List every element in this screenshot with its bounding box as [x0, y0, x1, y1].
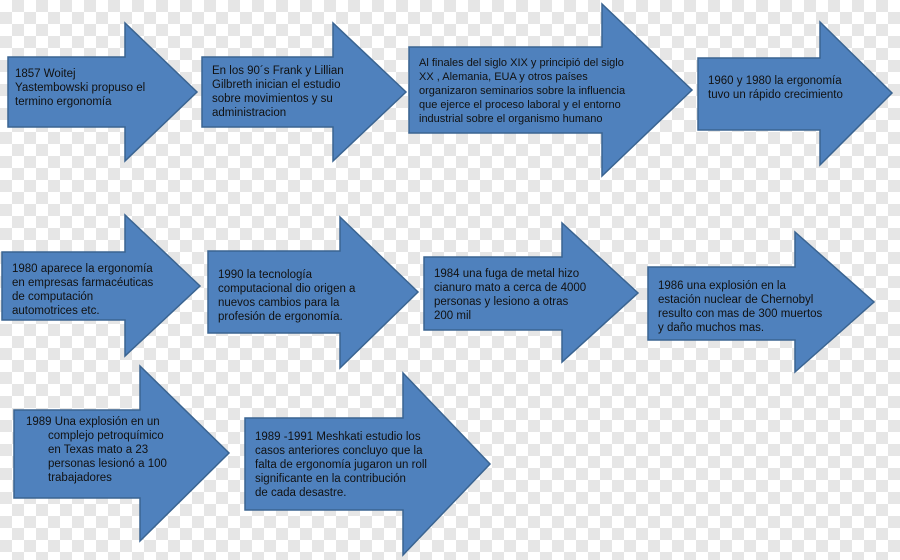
- step-line: Al finales del siglo XIX y principió del…: [419, 57, 624, 69]
- step-line: organizaron seminarios sobre la influenc…: [419, 85, 626, 97]
- step-line: 1857 Woitej: [15, 68, 76, 80]
- step-line: trabajadores: [48, 472, 112, 484]
- step-line: personas y lesiono a otras: [434, 296, 569, 308]
- step-line: profesión de ergonomía.: [218, 311, 343, 323]
- arrow-1989: [13, 364, 231, 543]
- step-line: 1984 una fuga de metal hizo: [434, 268, 580, 280]
- step-line: nuevos cambios para la: [218, 297, 340, 309]
- step-line: administracion: [212, 107, 287, 119]
- step-line: industrial sobre el organismo humano: [419, 113, 603, 125]
- step-xix-xx-text: Al finales del siglo XIX y principió del…: [419, 56, 625, 126]
- step-line: de computación: [12, 291, 94, 303]
- arrow-90s: [201, 21, 408, 163]
- step-line: 1980 aparece la ergonomía: [12, 263, 153, 275]
- step-line: falta de ergonomía jugaron un roll: [255, 459, 427, 471]
- step-line: de cada desastre.: [255, 487, 347, 499]
- step-line: 1990 la tecnología: [218, 269, 312, 281]
- step-line: tuvo un rápido crecimiento: [708, 89, 843, 101]
- step-line: XX , Alemania, EUA y otros países: [419, 71, 588, 83]
- arrow-1984: [423, 221, 640, 364]
- arrow-1989-1991: [244, 371, 492, 557]
- step-line: cianuro mato a cerca de 4000: [434, 282, 587, 294]
- arrow-1960-1980: [697, 20, 894, 167]
- step-1989-1991-text: 1989 -1991 Meshkati estudio los casos an…: [255, 430, 427, 500]
- step-line: 1986 una explosión en la: [658, 280, 786, 292]
- step-line: resulto con mas de 300 muertos: [658, 308, 823, 320]
- step-line: 1989 -1991 Meshkati estudio los: [255, 431, 421, 443]
- arrow-1990: [207, 215, 420, 370]
- step-line: computacional dio origen a: [218, 283, 356, 295]
- arrow-1857: [7, 21, 199, 163]
- step-line: que ejerce el proceso laboral y el entor…: [419, 99, 621, 111]
- step-line: en Texas mato a 23: [48, 444, 149, 456]
- step-line: estación nuclear de Chernobyl: [658, 294, 814, 306]
- step-1989-text: 1989 Una explosión en un complejo petroq…: [26, 415, 167, 485]
- step-line: automotrices etc.: [12, 305, 100, 317]
- step-1857-text: 1857 Woitej Yastembowski propuso el term…: [15, 67, 145, 109]
- step-line: termino ergonomía: [15, 96, 112, 108]
- step-line: y daño muchos mas.: [658, 322, 765, 334]
- step-1980-text: 1980 aparece la ergonomía en empresas fa…: [12, 262, 153, 318]
- step-line: 1989 Una explosión en un: [26, 416, 160, 428]
- step-line: personas lesionó a 100: [48, 458, 167, 470]
- arrow-xix-xx: [408, 2, 694, 178]
- step-line: sobre movimientos y su: [212, 93, 333, 105]
- step-line: En los 90´s Frank y Lillian: [212, 65, 344, 77]
- step-line: complejo petroquímico: [48, 430, 164, 442]
- step-line: Gilbreth inician el estudio: [212, 79, 341, 91]
- step-1990-text: 1990 la tecnología computacional dio ori…: [218, 268, 355, 324]
- step-line: Yastembowski propuso el: [15, 82, 146, 94]
- arrow-1986: [647, 230, 876, 374]
- step-1960-1980-text: 1960 y 1980 la ergonomía tuvo un rápido …: [708, 74, 843, 102]
- step-line: casos anteriores concluyo que la: [255, 445, 423, 457]
- step-1986-text: 1986 una explosión en la estación nuclea…: [658, 279, 822, 335]
- arrow-1980: [1, 213, 202, 358]
- step-90s-text: En los 90´s Frank y Lillian Gilbreth ini…: [212, 64, 344, 120]
- step-line: en empresas farmacéuticas: [12, 277, 154, 289]
- step-line: 200 mil: [434, 310, 472, 322]
- step-line: significante en la contribución: [255, 473, 406, 485]
- step-line: 1960 y 1980 la ergonomía: [708, 75, 842, 87]
- step-1984-text: 1984 una fuga de metal hizo cianuro mato…: [434, 267, 586, 323]
